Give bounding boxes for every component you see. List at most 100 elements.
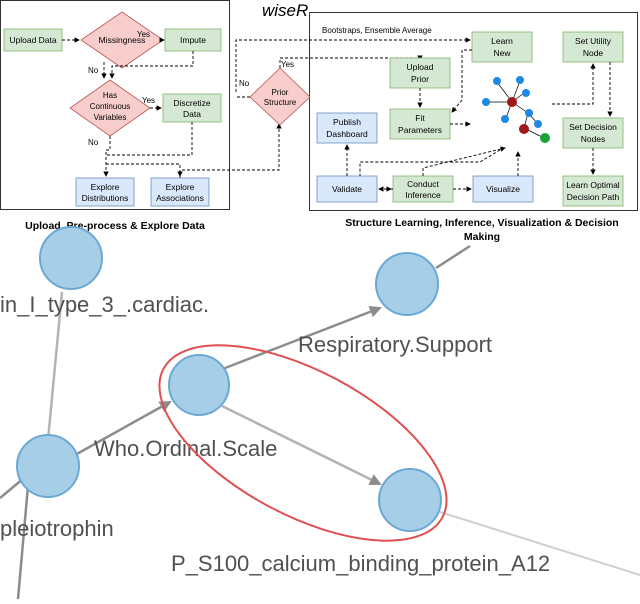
visualize-label: Visualize bbox=[486, 184, 520, 194]
right-panel: Bootstraps, Ensemble Average Prior Struc… bbox=[235, 12, 638, 211]
publish-dashboard-label-2: Dashboard bbox=[326, 129, 368, 139]
explore-associations-label-1: Explore bbox=[166, 182, 195, 192]
mini-node bbox=[482, 98, 490, 106]
upload-data-label: Upload Data bbox=[9, 35, 57, 45]
discretize-box bbox=[162, 93, 222, 123]
upload-prior-label-2: Prior bbox=[411, 74, 429, 84]
mini-node bbox=[522, 89, 530, 97]
set-utility-box bbox=[562, 31, 624, 63]
edge-pleio-who bbox=[74, 400, 172, 457]
learn-optimal-label-1: Learn Optimal bbox=[566, 180, 619, 190]
visualize-box bbox=[472, 175, 534, 203]
node-who bbox=[168, 354, 230, 416]
highlight-ellipse bbox=[158, 344, 448, 542]
arrow-impute-hascont bbox=[109, 51, 194, 79]
explore-distributions-box bbox=[75, 177, 135, 207]
publish-dashboard-label-1: Publish bbox=[333, 117, 361, 127]
explore-distributions-label-1: Explore bbox=[91, 182, 120, 192]
discretize-label-2: Data bbox=[183, 109, 201, 119]
arrow-associations-prior bbox=[179, 123, 282, 178]
fit-parameters-label-2: Parameters bbox=[398, 125, 442, 135]
node-pleiotrophin bbox=[16, 434, 80, 498]
prior-structure-label-2: Structure bbox=[264, 98, 297, 107]
learn-optimal-box bbox=[562, 175, 624, 207]
conduct-inference-label-1: Conduct bbox=[407, 179, 439, 189]
has-continuous-label-2: Continuous bbox=[90, 102, 130, 111]
mini-node bbox=[516, 76, 524, 84]
label-pleiotrophin: pleiotrophin bbox=[0, 516, 114, 541]
conduct-inference-label-2: Inference bbox=[405, 190, 441, 200]
prior-structure-diamond bbox=[249, 67, 311, 126]
set-decision-label-1: Set Decision bbox=[569, 122, 617, 132]
set-decision-box bbox=[562, 117, 624, 149]
no-label-2: No bbox=[88, 138, 99, 147]
label-respiratory: Respiratory.Support bbox=[298, 332, 492, 357]
mini-node bbox=[507, 97, 517, 107]
has-continuous-label-3: Variables bbox=[94, 113, 127, 122]
missingness-label: Missingness bbox=[99, 35, 146, 45]
network-zoom: in_I_type_3_.cardiac. Respiratory.Suppor… bbox=[0, 226, 640, 600]
mini-network-graph bbox=[482, 76, 550, 143]
label-s100: P_S100_calcium_binding_protein_A12 bbox=[171, 551, 550, 576]
set-decision-label-2: Nodes bbox=[581, 134, 606, 144]
edge-who-s100 bbox=[221, 404, 382, 486]
edge-s100-out bbox=[439, 511, 640, 576]
explore-associations-label-2: Associations bbox=[156, 193, 204, 203]
set-utility-label-1: Set Utility bbox=[575, 36, 612, 46]
right-panel-frame bbox=[309, 12, 638, 211]
learn-new-box bbox=[471, 31, 533, 63]
arrow-graph-utility bbox=[552, 63, 596, 105]
missingness-diamond bbox=[80, 11, 164, 69]
learn-new-label-1: Learn bbox=[491, 36, 513, 46]
upload-prior-box bbox=[389, 57, 451, 89]
no-label-1: No bbox=[88, 66, 99, 75]
label-who: Who.Ordinal.Scale bbox=[94, 436, 277, 461]
arrow-conduct-graph bbox=[422, 146, 506, 176]
left-panel-frame bbox=[0, 0, 230, 210]
node-cardiac bbox=[39, 226, 103, 290]
node-respiratory bbox=[375, 252, 439, 316]
arrow-discretize-down bbox=[106, 122, 193, 156]
validate-label: Validate bbox=[332, 184, 362, 194]
edge-cardiac-pleio bbox=[46, 291, 64, 441]
set-utility-label-2: Node bbox=[583, 48, 604, 58]
mini-node bbox=[534, 120, 542, 128]
has-continuous-label-1: Has bbox=[103, 91, 117, 100]
publish-dashboard-box bbox=[316, 112, 378, 144]
label-cardiac: in_I_type_3_.cardiac. bbox=[0, 292, 209, 317]
arrow-to-associations bbox=[106, 163, 183, 177]
mini-node bbox=[525, 109, 533, 117]
edge-pleio-down bbox=[16, 485, 30, 600]
left-panel: Upload Data Missingness Impute Has Conti… bbox=[0, 0, 230, 210]
left-caption: Upload, Pre-process & Explore Data bbox=[25, 220, 205, 232]
explore-distributions-label-2: Distributions bbox=[82, 193, 129, 203]
learn-new-label-2: New bbox=[493, 48, 511, 58]
prior-structure-label-1: Prior bbox=[272, 88, 289, 97]
right-caption-line2: Making bbox=[464, 231, 500, 243]
mini-node bbox=[540, 133, 550, 143]
right-caption-line1: Structure Learning, Inference, Visualiza… bbox=[345, 217, 618, 229]
yes-label-1: Yes bbox=[137, 30, 150, 39]
no-label-3: No bbox=[239, 79, 250, 88]
validate-box bbox=[316, 175, 378, 203]
edge-respiratory-out bbox=[435, 244, 471, 270]
arrow-learn-fit bbox=[451, 49, 472, 113]
upload-prior-label-1: Upload bbox=[407, 62, 434, 72]
mini-node bbox=[519, 124, 529, 134]
mini-node bbox=[501, 115, 509, 123]
mini-node bbox=[493, 77, 501, 85]
wiser-logo: wiseR bbox=[262, 1, 308, 20]
fit-parameters-box bbox=[389, 108, 451, 140]
learn-optimal-label-2: Decision Path bbox=[567, 192, 620, 202]
arrow-graph-validate bbox=[359, 149, 501, 176]
yes-label-2: Yes bbox=[142, 96, 155, 105]
bootstraps-label: Bootstraps, Ensemble Average bbox=[322, 26, 432, 35]
fit-parameters-label-1: Fit bbox=[415, 113, 425, 123]
yes-label-3: Yes bbox=[281, 60, 294, 69]
arrow-hascont-explore bbox=[103, 136, 111, 177]
discretize-label-1: Discretize bbox=[173, 98, 211, 108]
arrow-bootstraps bbox=[235, 37, 471, 92]
impute-label: Impute bbox=[180, 35, 206, 45]
